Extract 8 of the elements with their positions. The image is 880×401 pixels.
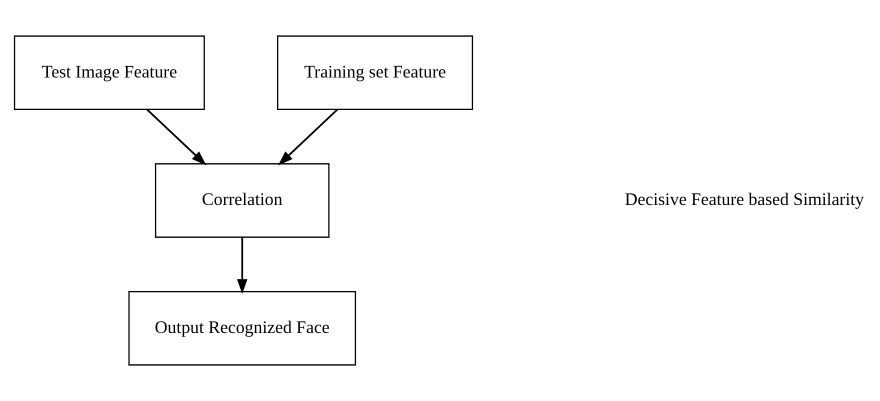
node-box: Training set Feature [276,35,473,110]
node-box: Test Image Feature [13,35,204,110]
arrow [278,108,338,166]
node-box: Output Recognized Face [128,290,356,366]
arrow [146,108,206,166]
arrow [236,237,247,294]
label: Decisive Feature based Similarity [624,189,864,210]
node-box: Correlation [154,163,329,238]
